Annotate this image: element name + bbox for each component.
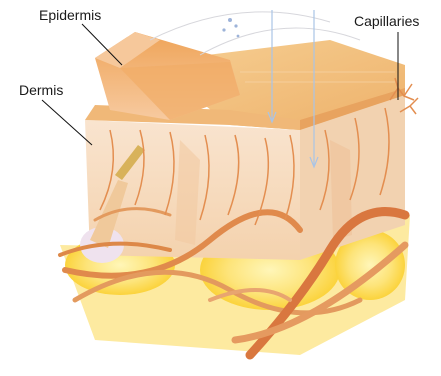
dermis-leader xyxy=(42,100,92,145)
molecule-icon xyxy=(222,18,239,37)
epidermis-label: Epidermis xyxy=(39,7,101,23)
capillaries-label: Capillaries xyxy=(354,13,419,29)
dermis-label: Dermis xyxy=(19,82,63,98)
